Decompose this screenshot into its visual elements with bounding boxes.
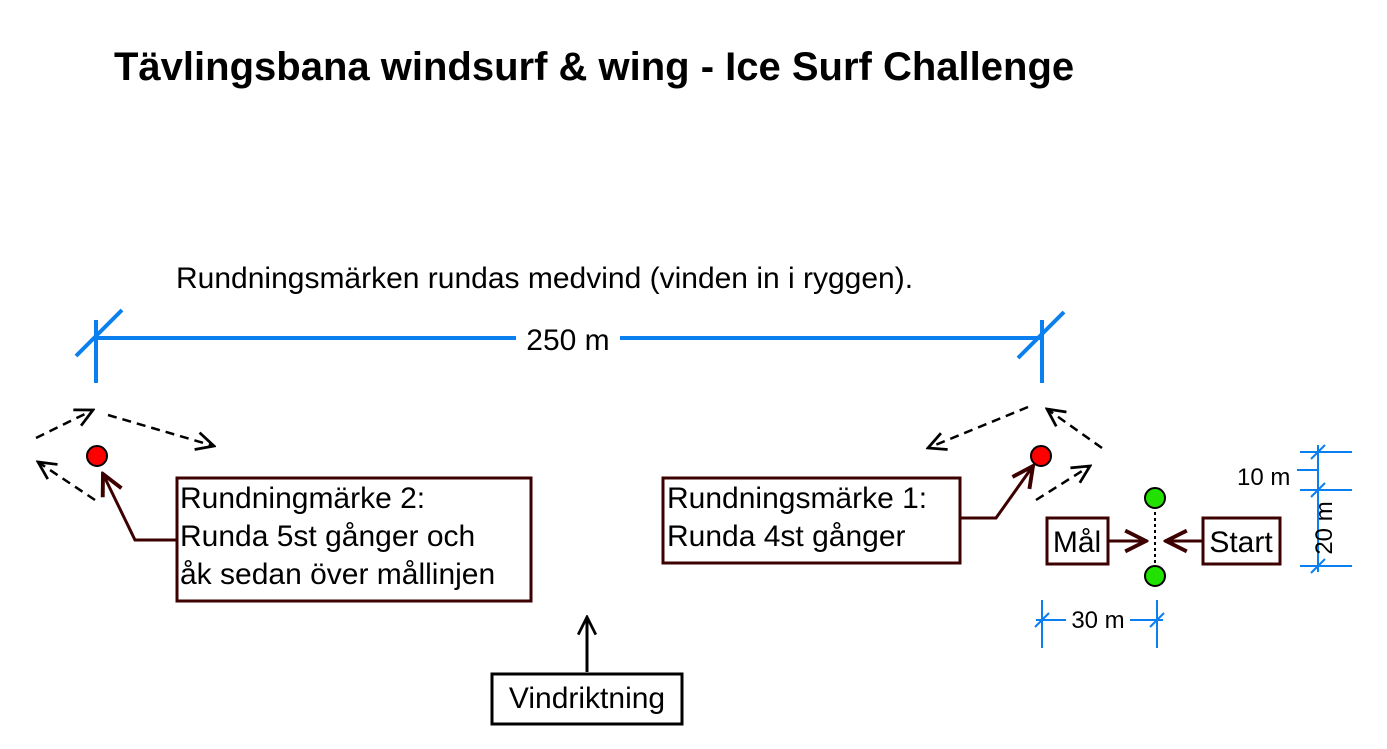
page-title: Tävlingsbana windsurf & wing - Ice Surf … xyxy=(114,45,1074,89)
finish-label: Mål xyxy=(1053,526,1101,559)
wind-direction-box: Vindriktning xyxy=(490,672,684,726)
mark2-heading: Rundningmärke 2: xyxy=(180,482,425,515)
line-width-label: 20 m xyxy=(1311,501,1338,554)
rounding-mark-2 xyxy=(86,445,108,467)
mark2-leader-arrow xyxy=(103,474,178,542)
course-length-label: 250 m xyxy=(526,324,609,357)
mark2-rounding-path xyxy=(36,410,214,502)
finish-box: Mål xyxy=(1045,516,1110,566)
mark1-callout: Rundningsmärke 1: Runda 4st gånger xyxy=(661,476,962,565)
line-depth-label: 30 m xyxy=(1071,607,1124,634)
gate-buoy-top xyxy=(1144,487,1166,509)
start-label: Start xyxy=(1209,526,1273,559)
mark1-rounding-path xyxy=(928,405,1103,502)
line-offset-label: 10 m xyxy=(1237,464,1290,491)
mark2-callout: Rundningmärke 2: Runda 5st gånger och åk… xyxy=(175,476,533,603)
course-length-dimension xyxy=(74,308,1066,383)
mark1-heading: Rundningsmärke 1: xyxy=(667,482,927,515)
mark2-instruction: Runda 5st gånger och xyxy=(180,520,475,553)
gate-horizontal-dimension xyxy=(1034,600,1165,648)
wind-direction-label: Vindriktning xyxy=(509,682,665,715)
mark1-instruction: Runda 4st gånger xyxy=(667,520,906,553)
rounding-mark-1 xyxy=(1030,445,1052,467)
mark2-instruction-cont: åk sedan över mållinjen xyxy=(180,558,495,591)
gate-vertical-dimension xyxy=(1297,444,1352,574)
rounding-note: Rundningsmärken rundas medvind (vinden i… xyxy=(176,262,913,295)
gate-buoy-bottom xyxy=(1144,565,1166,587)
mark1-leader-arrow xyxy=(960,466,1033,520)
start-box: Start xyxy=(1201,516,1282,566)
